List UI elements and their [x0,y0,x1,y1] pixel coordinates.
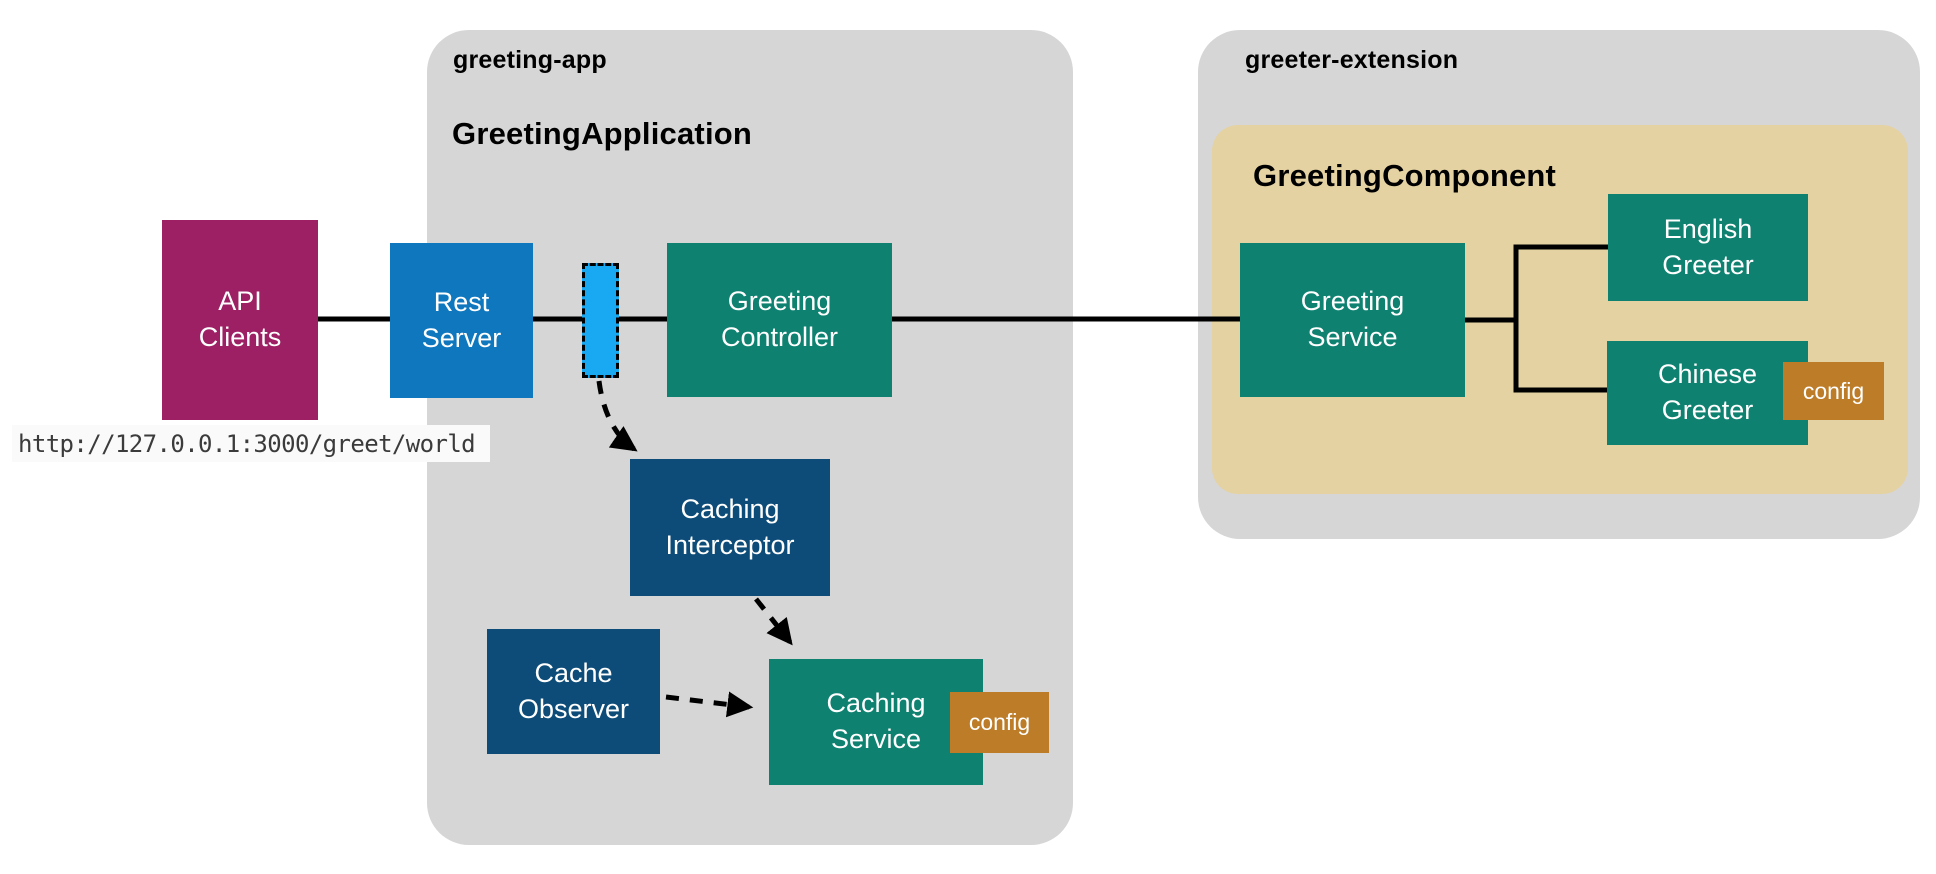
main-request-line [310,244,1612,393]
english-greeter-node: English Greeter [1608,194,1808,301]
cache-observer-node: Cache Observer [487,629,660,754]
greeter-tree-line [1513,244,1612,393]
dashed-arrow-observer-to-service [665,691,754,718]
greeter-extension-label: greeter-extension [1245,46,1459,74]
caching-service-config-badge: config [950,692,1049,753]
greeting-component-label: GreetingComponent [1253,158,1557,193]
dashed-arrow-interceptor-to-service [754,597,793,646]
greeting-controller-node: Greeting Controller [667,243,892,397]
caching-service-node: Caching Service [769,659,983,785]
interceptor-point-marker [582,263,619,378]
rest-server-node: Rest Server [390,243,533,398]
greeting-service-node: Greeting Service [1240,243,1465,397]
greeting-application-label: GreetingApplication [452,116,753,151]
chinese-greeter-config-badge: config [1783,362,1884,420]
request-url-caption: http://127.0.0.1:3000/greet/world [12,425,490,462]
chinese-greeter-node: Chinese Greeter [1607,341,1808,445]
dashed-arrow-interceptor [596,380,638,452]
caching-interceptor-node: Caching Interceptor [630,459,830,596]
api-clients-node: API Clients [162,220,318,420]
greeting-app-label: greeting-app [453,46,607,74]
